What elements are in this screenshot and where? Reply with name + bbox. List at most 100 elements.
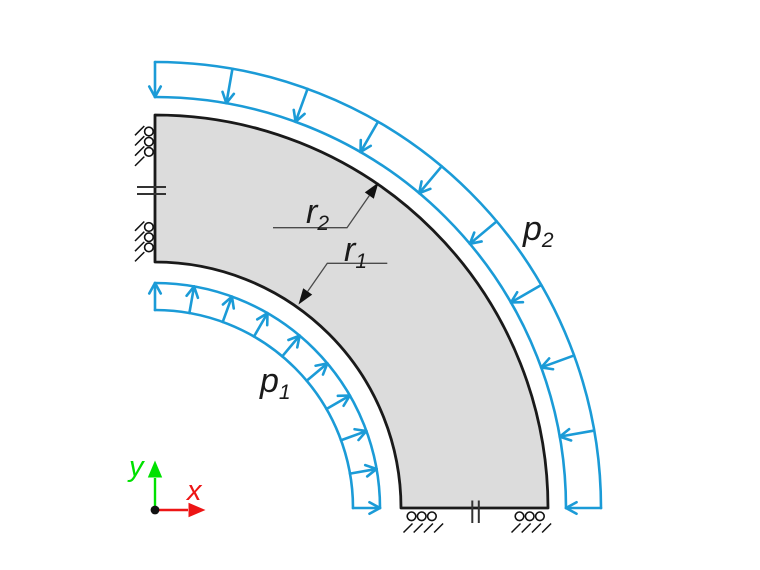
hatch-line [134,135,145,147]
pressure-arrow-head [221,295,236,310]
hatch-line [134,156,145,167]
hatch-line [134,241,145,252]
hatch-line [541,522,552,534]
pressure-arrow-shaft [348,467,378,475]
roller-support-bottom [510,511,552,534]
pressure-arrow-head [147,85,163,99]
pressure-arrow-head [368,500,382,516]
pressure-arrow-head [336,394,352,408]
labels-group: r2 r1 p2 p1 x y [127,193,554,507]
pressure-arrow-shaft [558,429,596,438]
pressure-arrow-shaft [417,165,443,195]
leader-r1 [298,262,388,305]
leader-arrowhead [364,182,379,199]
pressure-arrow-head [468,231,483,246]
label-p2: p2 [522,210,554,252]
pressure-arrow-head [314,362,329,376]
label-r2-sub: 2 [316,212,329,235]
roller-circle [524,511,535,522]
pressure-arrow-shaft [188,285,196,315]
pressure-arrow-shaft [294,87,309,124]
outer-pressure-band-p2 [147,60,603,516]
label-r2: r2 [306,193,329,235]
label-p1-sub: 1 [279,381,291,404]
pressure-arrow-head [558,427,573,442]
roller-circle [406,511,417,522]
pressure-arrow-shaft [280,334,301,358]
coordinate-axes-group [147,460,206,518]
label-p1-base: p [259,362,279,400]
roller-support-left [134,220,154,262]
pressure-arrow-head [359,138,373,154]
inner-pressure-band-p1-inner-arc [153,308,355,510]
pressure-arrow-shaft [339,429,368,442]
pressure-arrow-head [292,108,306,124]
pressure-arrow-head [255,311,269,327]
hatch-line [134,125,145,136]
pressure-arrow-shaft [468,220,498,246]
roller-circle [143,232,154,243]
outer-pressure-band-p2-inner-arc [153,95,568,510]
pressure-arrow-head [185,285,200,300]
y-axis-arrowhead [147,460,163,478]
leader-arrowhead [298,288,313,305]
pressure-arrow-head [417,180,432,195]
label-r1-base: r [344,231,357,269]
hatch-line [521,522,532,534]
hatch-line [134,251,145,262]
roller-circle [514,511,525,522]
pressure-arrow-shaft [325,394,352,411]
leader-line [307,262,388,292]
roller-circle [143,136,154,147]
hatch-line [510,522,522,534]
origin-dot [150,505,160,515]
pressure-arrow-shaft [509,283,543,304]
label-p2-sub: 2 [541,229,554,252]
roller-support-left [134,125,154,167]
label-p1: p1 [259,362,291,404]
hatch-line [134,145,145,157]
label-r1: r1 [344,231,367,273]
label-r2-base: r [306,193,319,231]
leader-line [273,195,370,229]
leader-r2 [273,182,379,229]
roller-circle [416,511,427,522]
roller-support-bottom [402,511,444,534]
pressure-arrow-head [287,334,301,349]
outer-pressure-band-p2-outer-arc [153,60,603,510]
roller-circle [143,221,154,233]
body-quarter-annulus [153,113,550,510]
roller-circle [143,146,154,157]
hatch-line [402,522,414,534]
pressure-arrow-shaft [225,67,234,105]
hatch-line [134,231,145,242]
pressure-arrow-head [221,90,236,105]
pressure-arrow-head [147,281,163,295]
pressure-arrow-head [509,290,525,304]
body-section-group [153,113,550,510]
inner-pressure-band-p1 [147,281,382,516]
roller-circle [426,511,438,522]
hatch-line [433,522,444,534]
x-axis-arrowhead [188,502,206,518]
label-r1-sub: 1 [355,250,367,273]
hatch-line [531,522,542,534]
pressure-arrow-head [353,427,368,442]
pressure-bands [147,60,603,516]
label-axis-x: x [185,475,203,507]
hatch-line [423,522,434,534]
inner-pressure-band-p1-outer-arc [153,281,382,510]
radius-leaders-group [273,182,388,305]
pressure-arrow-head [363,463,378,478]
label-p2-base: p [522,210,542,248]
supports-group [134,125,552,534]
hatch-line [134,220,145,232]
pressure-arrow-shaft [221,295,234,324]
roller-circle [534,511,546,522]
pressure-arrow-shaft [539,354,576,369]
pressure-arrow-shaft [252,311,269,338]
pressure-arrow-shaft [305,362,329,383]
pressure-arrow-head [564,500,578,516]
